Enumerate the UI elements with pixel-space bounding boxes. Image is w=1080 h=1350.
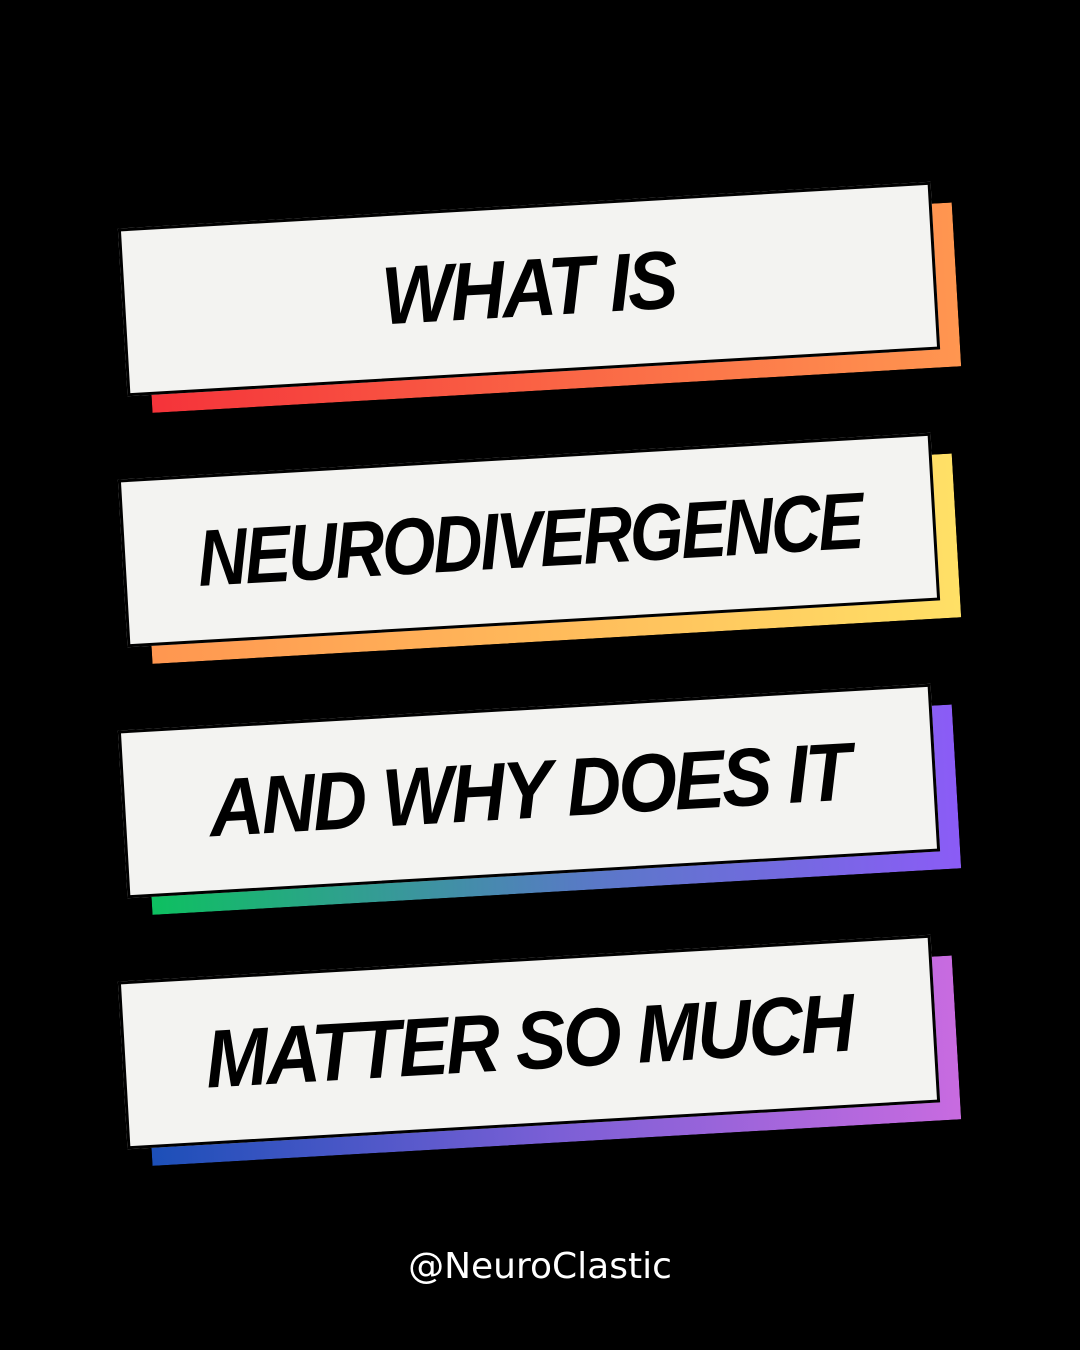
title-line-2: NEURODIVERGENCE <box>194 475 864 604</box>
social-handle: @NeuroClastic <box>408 1246 672 1287</box>
title-card-1: WHAT IS <box>117 181 964 415</box>
title-card-2: NEURODIVERGENCE <box>117 432 964 666</box>
title-line-1: WHAT IS <box>379 234 679 343</box>
title-card-3: AND WHY DOES IT <box>117 683 964 917</box>
title-line-3: AND WHY DOES IT <box>206 726 852 855</box>
title-card-4: MATTER SO MUCH <box>117 934 964 1168</box>
title-line-4: MATTER SO MUCH <box>203 977 855 1106</box>
